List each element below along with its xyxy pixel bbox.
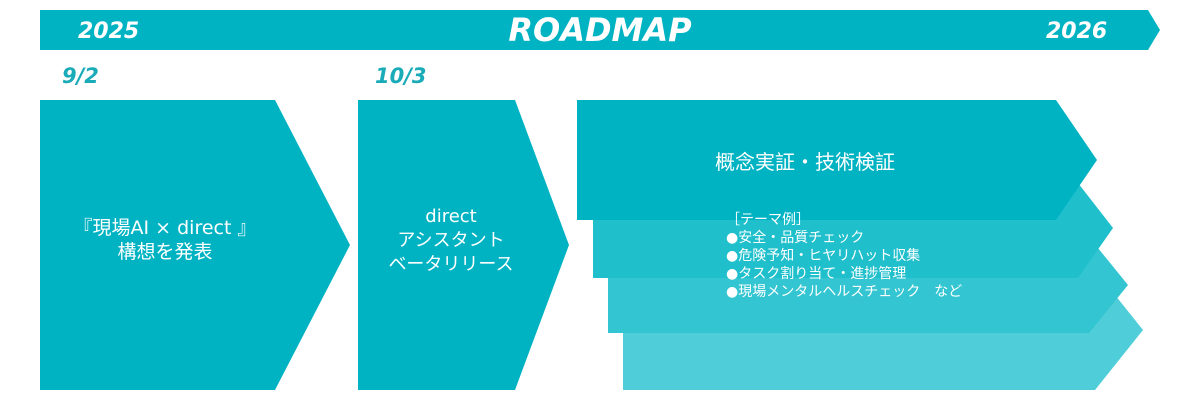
poc-theme-item: ●安全・品質チェック xyxy=(726,230,865,246)
roadmap-banner-arrow xyxy=(40,10,1160,50)
poc-theme-item: ●タスク割り当て・進捗管理 xyxy=(726,266,907,282)
milestone-2-line-2: アシスタント xyxy=(397,230,505,251)
poc-theme-item: ●現場メンタルヘルスチェック など xyxy=(726,284,963,300)
banner-arrow-shape xyxy=(40,10,1160,50)
poc-main-arrow xyxy=(577,100,1097,220)
milestone-2-line-1: direct xyxy=(425,206,477,227)
banner-end-year: 2026 xyxy=(1046,19,1108,44)
milestone-arrows xyxy=(40,100,569,390)
poc-theme-list: ［テーマ例］ ●安全・品質チェック ●危険予知・ヒヤリハット収集 ●タスク割り当… xyxy=(726,211,962,301)
poc-theme-heading: ［テーマ例］ xyxy=(726,212,810,228)
milestone-1-arrow xyxy=(40,100,350,390)
milestone-1-line-2: 構想を発表 xyxy=(117,241,213,263)
milestone-2-line-3: ベータリリース xyxy=(388,254,514,275)
banner-start-year: 2025 xyxy=(78,19,140,44)
milestone-1-text: 『現場AI × direct 』 構想を発表 xyxy=(40,216,290,264)
milestone-1-line-1: 『現場AI × direct 』 xyxy=(73,217,257,239)
milestone-date-2: 10/3 xyxy=(375,64,427,88)
banner-title: ROADMAP xyxy=(508,11,692,49)
milestone-2-text: direct アシスタント ベータリリース xyxy=(358,205,544,277)
poc-title: 概念実証・技術検証 xyxy=(715,150,895,174)
milestone-2-arrow xyxy=(358,100,569,390)
poc-theme-item: ●危険予知・ヒヤリハット収集 xyxy=(726,248,921,264)
milestone-date-1: 9/2 xyxy=(62,64,99,88)
